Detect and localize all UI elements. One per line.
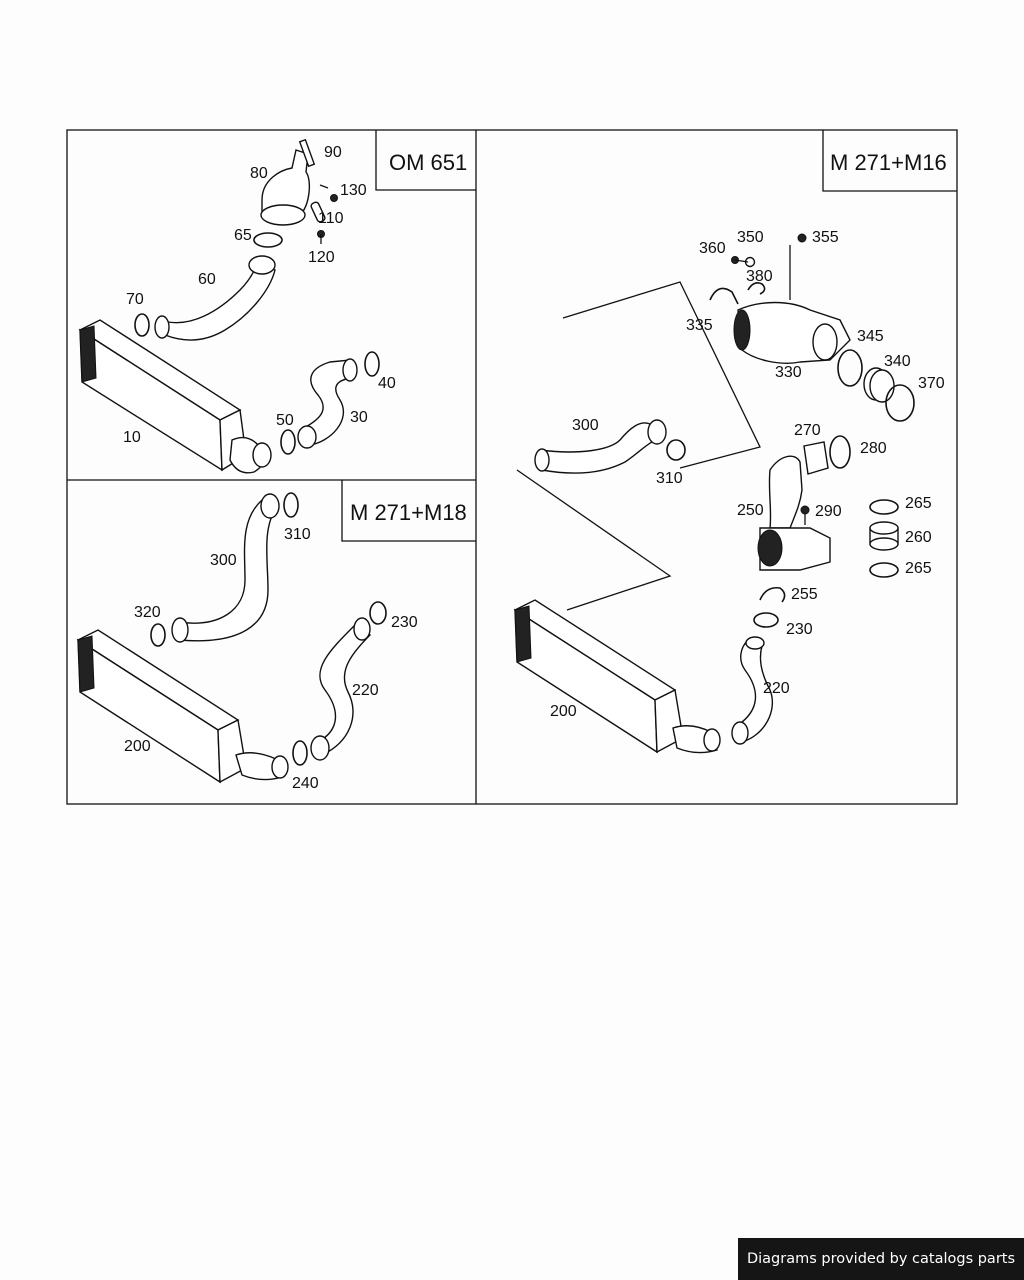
part-number-230: 230 [786,621,813,638]
part-number-30: 30 [350,409,368,426]
part-number-300: 300 [572,417,599,434]
part-number-80: 80 [250,165,268,182]
panel-title-m271-m18: M 271+M18 [350,500,467,525]
part-number-90: 90 [324,144,342,161]
part-number-345: 345 [857,328,884,345]
part-number-10: 10 [123,429,141,446]
part-number-265: 265 [905,560,932,577]
part-number-340: 340 [884,353,911,370]
part-number-310: 310 [656,470,683,487]
part-number-110: 110 [318,210,344,227]
part-number-280: 280 [860,440,887,457]
part-number-270: 270 [794,422,821,439]
part-number-290: 290 [815,503,842,520]
part-number-220: 220 [352,682,379,699]
m271-m16-illustration [513,233,915,754]
part-number-70: 70 [126,291,144,308]
part-number-350: 350 [737,229,764,246]
m271-m18-illustration [76,492,387,784]
part-number-260: 260 [905,529,932,546]
part-number-250: 250 [737,502,764,519]
part-number-355: 355 [812,229,839,246]
part-number-310: 310 [284,526,311,543]
part-number-230: 230 [391,614,418,631]
part-number-200: 200 [124,738,151,755]
om651-illustration [78,138,380,474]
part-number-255: 255 [791,586,818,603]
credit-footer: Diagrams provided by catalogs parts [738,1238,1024,1280]
part-number-335: 335 [686,317,713,334]
part-number-60: 60 [198,271,216,288]
part-number-40: 40 [378,375,396,392]
part-number-200: 200 [550,703,577,720]
part-number-370: 370 [918,375,945,392]
part-number-300: 300 [210,552,237,569]
panel-title-om651: OM 651 [389,150,467,175]
part-number-380: 380 [746,268,773,285]
part-number-265: 265 [905,495,932,512]
panel-title-m271-m16: M 271+M16 [830,150,947,175]
part-number-50: 50 [276,412,294,429]
part-number-120: 120 [308,249,335,266]
part-number-360: 360 [699,240,726,257]
intercooler-10 [78,319,272,474]
part-number-320: 320 [134,604,161,621]
part-number-130: 130 [340,182,367,199]
part-number-330: 330 [775,364,802,381]
part-number-240: 240 [292,775,319,792]
panel-frames [66,129,958,805]
part-number-220: 220 [763,680,790,697]
part-number-65: 65 [234,227,252,244]
